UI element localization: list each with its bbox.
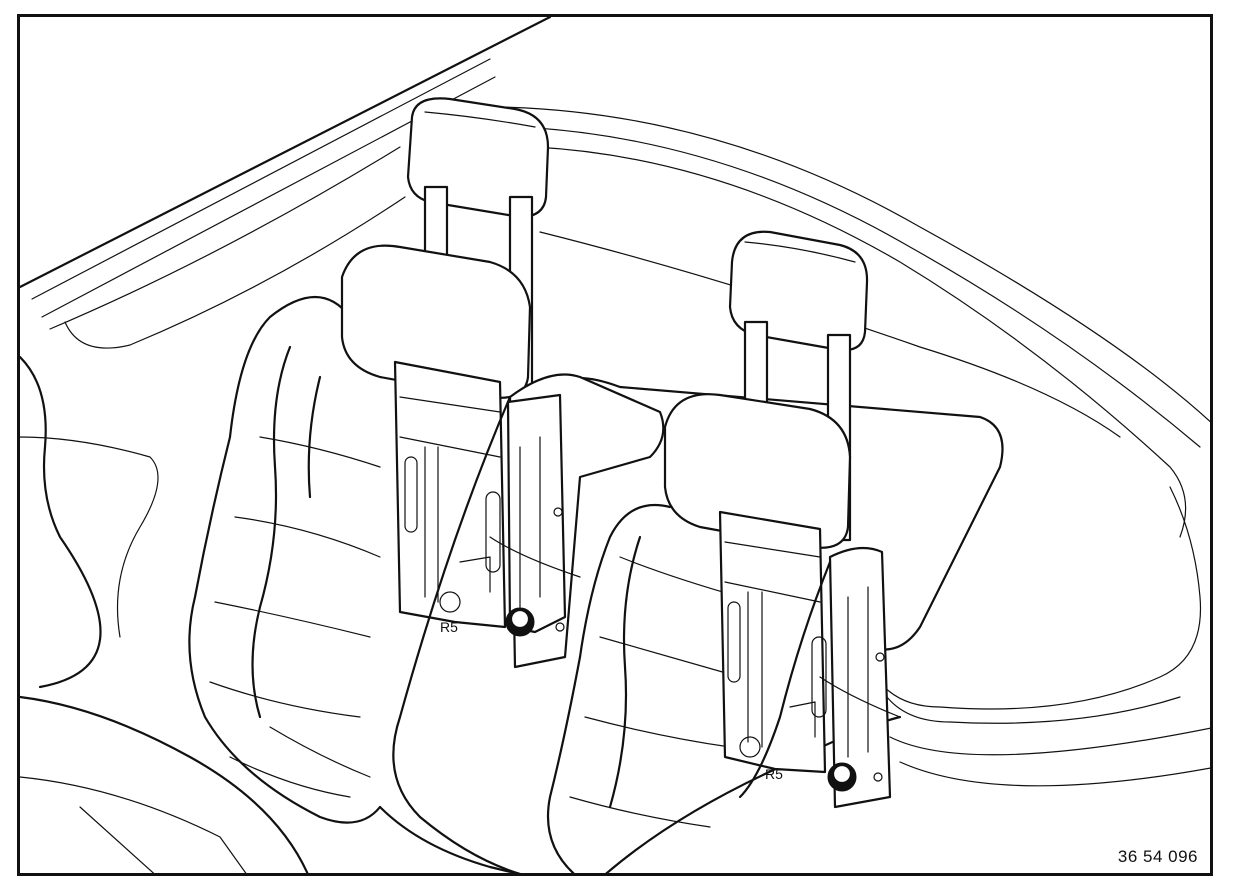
right-headrest-bracket: R5 bbox=[718, 510, 827, 782]
svg-text:R5: R5 bbox=[440, 619, 458, 635]
left-backrest bbox=[188, 296, 412, 824]
left-headrest-bracket: R5 bbox=[393, 360, 507, 635]
center-backrest bbox=[392, 373, 665, 873]
left-seat-bolster bbox=[20, 355, 309, 873]
parcel-shelf bbox=[558, 376, 1210, 787]
diagram-frame: R5 bbox=[17, 14, 1213, 876]
left-headrest bbox=[340, 97, 550, 404]
right-headrest bbox=[663, 230, 869, 549]
right-side-panel bbox=[738, 546, 901, 809]
seat-cushion bbox=[269, 726, 520, 873]
figure-reference-number: 36 54 096 bbox=[1117, 847, 1198, 866]
car-body-outline bbox=[20, 17, 1210, 538]
svg-text:R5: R5 bbox=[765, 766, 783, 782]
rear-seat-headrest-illustration: R5 bbox=[20, 17, 1210, 873]
